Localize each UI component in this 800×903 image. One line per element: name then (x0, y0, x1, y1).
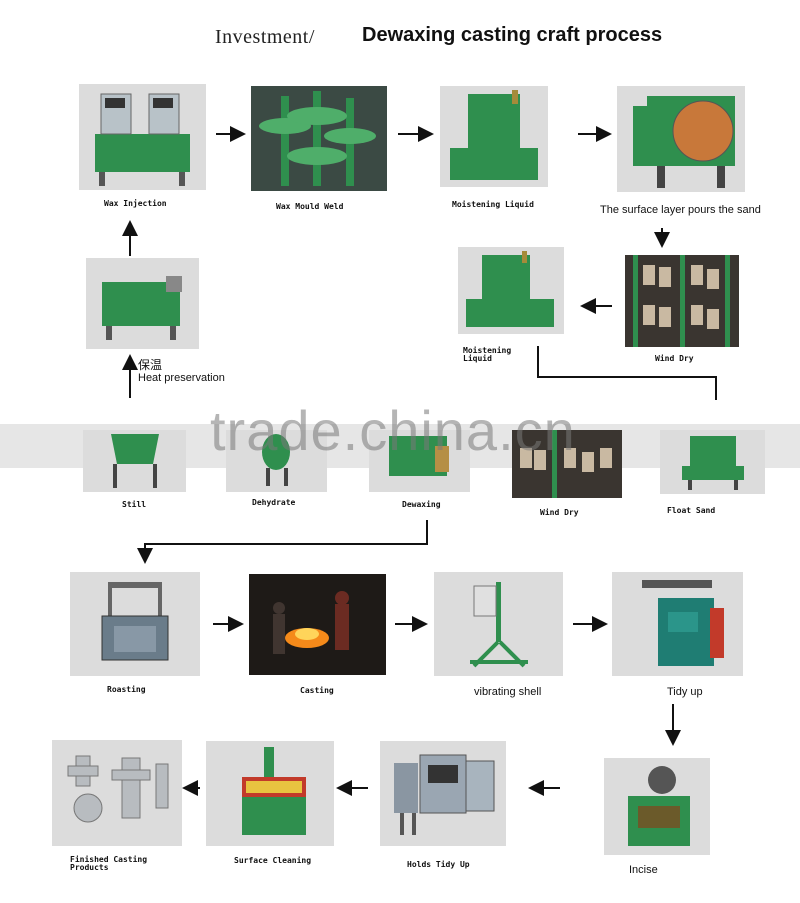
roasting-label: Roasting (107, 685, 146, 694)
surface-pour-label: The surface layer pours the sand (600, 204, 761, 216)
moistening-liquid-2-label-a: Moistening (463, 346, 512, 355)
moistening-liquid-label: Moistening Liquid (452, 200, 534, 209)
moistening-liquid-photo (440, 86, 548, 187)
wax-injection-label: Wax Injection (104, 199, 167, 208)
heat-preservation-label: Heat preservation (138, 372, 225, 384)
wind-dry-photo (625, 255, 739, 347)
finished-products-label-a: Finished Casting (70, 855, 148, 864)
moistening-liquid-2-label-b: Liquid (463, 354, 492, 363)
title-left: Investment/ (215, 26, 315, 48)
still-photo (83, 430, 186, 492)
still-label: Still (122, 500, 147, 509)
holds-tidy-up-label: Holds Tidy Up (407, 860, 470, 869)
connector-line (537, 346, 717, 400)
incise-label: Incise (629, 864, 658, 876)
casting-label: Casting (300, 686, 334, 695)
tidy-up-label: Tidy up (667, 686, 703, 698)
casting-photo (249, 574, 386, 675)
finished-products-photo (52, 740, 182, 846)
moistening-liquid-2-photo (458, 247, 564, 334)
surface-cleaning-photo (206, 741, 334, 846)
dewaxing-photo (369, 430, 470, 492)
wax-mould-weld-photo (251, 86, 387, 191)
title-right: Dewaxing casting craft process (362, 24, 663, 46)
wax-mould-weld-label: Wax Mould Weld (276, 202, 344, 211)
heat-preservation-cn-label: 保温 (138, 358, 163, 372)
wax-injection-photo (79, 84, 206, 190)
tidy-up-photo (612, 572, 743, 676)
vibrating-shell-photo (434, 572, 563, 676)
dewaxing-label: Dewaxing (402, 500, 441, 509)
roasting-photo (70, 572, 200, 676)
holds-tidy-up-photo (380, 741, 506, 846)
wind-dry-label: Wind Dry (655, 354, 694, 363)
finished-products-label-b: Products (70, 863, 109, 872)
dehydrate-label: Dehydrate (252, 498, 296, 507)
heat-preservation-photo (86, 258, 199, 349)
wind-dry-2-label: Wind Dry (540, 508, 579, 517)
float-sand-label: Float Sand (667, 506, 716, 515)
float-sand-photo (660, 430, 765, 494)
surface-cleaning-label: Surface Cleaning (234, 856, 312, 865)
vibrating-shell-label: vibrating shell (474, 686, 542, 698)
incise-photo (604, 758, 710, 855)
watermark: trade.china.cn (210, 399, 576, 462)
connector-arrow (137, 520, 428, 564)
wind-dry-2-photo (512, 430, 622, 498)
dehydrate-photo (226, 430, 327, 492)
surface-pour-photo (617, 86, 745, 192)
